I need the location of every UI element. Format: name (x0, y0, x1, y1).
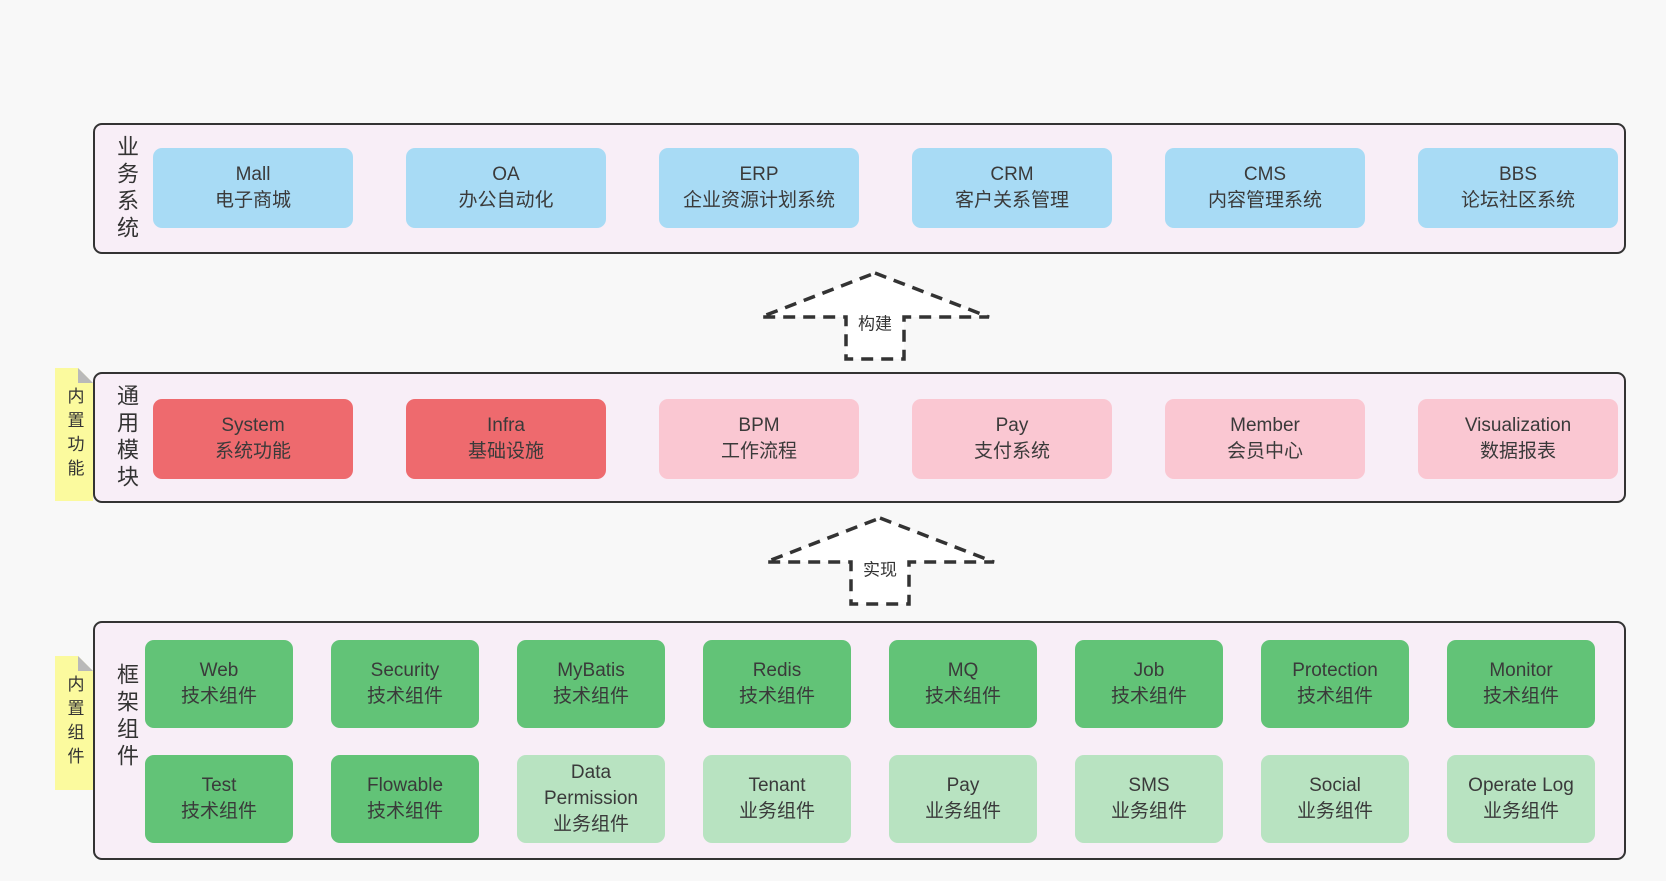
box-subtitle: 技术组件 (1110, 686, 1187, 707)
layer-label-business-systems: 业务系统 (114, 134, 139, 243)
box-visualization: Visualization 数据报表 (1418, 399, 1618, 479)
arrow-build-label: 构建 (855, 307, 895, 337)
sticky-note-text: 内置组件 (64, 675, 84, 771)
box-subtitle: 办公自动化 (458, 190, 554, 211)
box-protection: Protection 技术组件 (1261, 640, 1409, 728)
box-tenant: Tenant 业务组件 (703, 755, 851, 843)
box-name: Pay (946, 775, 980, 796)
box-subtitle: 技术组件 (366, 686, 443, 707)
box-name: Member (1230, 415, 1300, 436)
box-name: Protection (1292, 660, 1378, 681)
box-member: Member 会员中心 (1165, 399, 1365, 479)
box-subtitle: 技术组件 (180, 686, 257, 707)
box-name: Mall (235, 164, 271, 185)
box-subtitle: 技术组件 (738, 686, 815, 707)
box-subtitle: 系统功能 (214, 441, 291, 462)
box-sms: SMS 业务组件 (1075, 755, 1223, 843)
box-name: Test (201, 775, 237, 796)
box-web: Web 技术组件 (145, 640, 293, 728)
box-subtitle: 论坛社区系统 (1460, 190, 1575, 211)
box-erp: ERP 企业资源计划系统 (659, 148, 859, 228)
box-name: System (221, 415, 285, 436)
box-subtitle: 业务组件 (1110, 801, 1187, 822)
box-name: Job (1133, 660, 1165, 681)
box-name: Security (370, 660, 440, 681)
box-mall: Mall 电子商城 (153, 148, 353, 228)
box-subtitle: 工作流程 (720, 441, 797, 462)
box-subtitle: 业务组件 (1482, 801, 1559, 822)
box-security: Security 技术组件 (331, 640, 479, 728)
layer-label-framework-components: 框架组件 (114, 663, 139, 771)
box-name: Monitor (1489, 660, 1553, 681)
box-name: Web (199, 660, 239, 681)
arrow-implement-label: 实现 (860, 553, 900, 583)
box-subtitle: 企业资源计划系统 (682, 190, 835, 211)
box-cms: CMS 内容管理系统 (1165, 148, 1365, 228)
layer-framework-components: 框架组件 Web 技术组件 Security 技术组件 MyBatis 技术组件… (93, 621, 1626, 860)
box-name: Redis (752, 660, 802, 681)
box-subtitle: 技术组件 (1296, 686, 1373, 707)
box-infra: Infra 基础设施 (406, 399, 606, 479)
sticky-note-built-in-functions: 内置功能 (55, 368, 93, 501)
box-name: MyBatis (557, 660, 625, 681)
box-name: ERP (739, 164, 779, 185)
box-subtitle: 技术组件 (1482, 686, 1559, 707)
box-flowable: Flowable 技术组件 (331, 755, 479, 843)
box-name: Pay (995, 415, 1029, 436)
box-oa: OA 办公自动化 (406, 148, 606, 228)
sticky-note-text: 内置功能 (64, 386, 84, 483)
box-name: Data Permission (544, 762, 638, 809)
box-name: Social (1309, 775, 1361, 796)
box-monitor: Monitor 技术组件 (1447, 640, 1595, 728)
box-name: BPM (738, 415, 780, 436)
box-subtitle: 业务组件 (924, 801, 1001, 822)
layer-label-common-modules: 通用模块 (114, 383, 139, 492)
box-name: SMS (1128, 775, 1170, 796)
box-name: CRM (990, 164, 1034, 185)
box-name: Flowable (366, 775, 444, 796)
box-test: Test 技术组件 (145, 755, 293, 843)
box-subtitle: 技术组件 (180, 801, 257, 822)
layer-common-modules: 通用模块 System 系统功能 Infra 基础设施 BPM 工作流程 Pay… (93, 372, 1626, 503)
box-subtitle: 电子商城 (214, 190, 291, 211)
box-operate-log: Operate Log 业务组件 (1447, 755, 1595, 843)
box-redis: Redis 技术组件 (703, 640, 851, 728)
box-subtitle: 客户关系管理 (954, 190, 1069, 211)
box-name: MQ (947, 660, 979, 681)
box-subtitle: 业务组件 (738, 801, 815, 822)
box-name: Tenant (748, 775, 806, 796)
box-mq: MQ 技术组件 (889, 640, 1037, 728)
box-data-permission: Data Permission 业务组件 (517, 755, 665, 843)
box-mybatis: MyBatis 技术组件 (517, 640, 665, 728)
box-subtitle: 会员中心 (1226, 441, 1303, 462)
box-subtitle: 支付系统 (973, 441, 1050, 462)
box-name: Infra (486, 415, 526, 436)
box-bbs: BBS 论坛社区系统 (1418, 148, 1618, 228)
box-name: Visualization (1464, 415, 1572, 436)
box-name: BBS (1498, 164, 1538, 185)
sticky-note-built-in-components: 内置组件 (55, 656, 93, 790)
box-subtitle: 技术组件 (366, 801, 443, 822)
box-subtitle: 业务组件 (1296, 801, 1373, 822)
box-job: Job 技术组件 (1075, 640, 1223, 728)
box-social: Social 业务组件 (1261, 755, 1409, 843)
box-subtitle: 技术组件 (552, 686, 629, 707)
layer-business-systems: 业务系统 Mall 电子商城 OA 办公自动化 ERP 企业资源计划系统 CRM… (93, 123, 1626, 254)
box-crm: CRM 客户关系管理 (912, 148, 1112, 228)
box-subtitle: 技术组件 (924, 686, 1001, 707)
box-subtitle: 数据报表 (1479, 441, 1556, 462)
box-pay: Pay 支付系统 (912, 399, 1112, 479)
box-bpm: BPM 工作流程 (659, 399, 859, 479)
box-subtitle: 业务组件 (552, 814, 629, 835)
box-name: CMS (1243, 164, 1287, 185)
box-subtitle: 基础设施 (467, 441, 544, 462)
box-name: Operate Log (1468, 775, 1574, 796)
box-name: OA (492, 164, 520, 185)
box-subtitle: 内容管理系统 (1207, 190, 1322, 211)
box-pay-business: Pay 业务组件 (889, 755, 1037, 843)
box-system: System 系统功能 (153, 399, 353, 479)
